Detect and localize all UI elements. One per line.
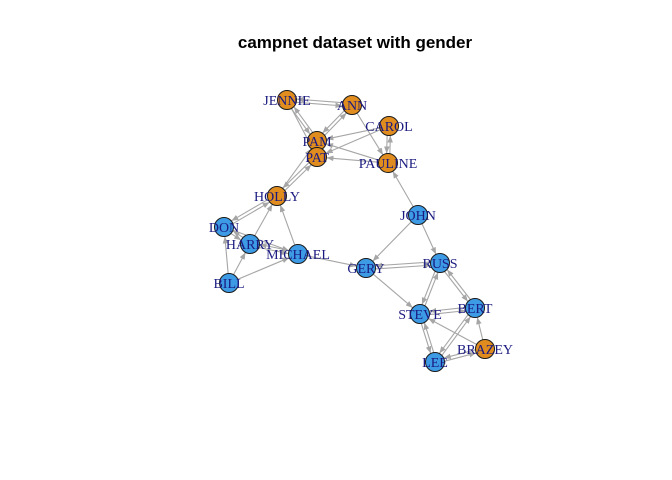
edge-carol-to-pat (325, 129, 381, 154)
node-john: JOHN (400, 205, 436, 225)
node-label-harry: HARRY (226, 238, 274, 253)
node-label-russ: RUSS (422, 257, 457, 272)
node-label-bert: BERT (458, 302, 493, 317)
edge-ann-to-pam (322, 110, 345, 134)
edge-harry-to-holly (254, 204, 273, 236)
node-circle-bill (219, 273, 239, 293)
node-label-pat: PAT (305, 151, 329, 166)
node-circle-don (214, 217, 234, 237)
node-lee: LEE (422, 352, 448, 372)
node-circle-carol (379, 116, 399, 136)
edge-pauline-to-pat (326, 155, 379, 163)
node-circle-lee (425, 352, 445, 372)
edge-gery-to-steve (372, 273, 414, 309)
node-pat: PAT (305, 147, 329, 167)
node-label-steve: STEVE (398, 308, 442, 323)
edge-holly-to-pat (284, 164, 312, 191)
node-circle-russ (430, 253, 450, 273)
edge-bill-to-michael (237, 257, 290, 280)
edge-bill-to-harry (233, 252, 246, 275)
edge-bill-to-don (222, 236, 229, 274)
edge-pam-to-jennie (293, 106, 314, 133)
node-label-bill: BILL (213, 277, 244, 292)
node-circle-steve (410, 304, 430, 324)
edge-john-to-russ (421, 223, 437, 255)
node-label-pam: PAM (302, 135, 332, 150)
edge-russ-to-gery (375, 261, 431, 269)
node-label-gery: GERY (347, 262, 384, 277)
edge-steve-to-russ (424, 272, 439, 306)
edge-pat-to-holly (282, 162, 310, 189)
edge-pam-to-ann (324, 112, 347, 136)
edge-john-to-gery (372, 221, 412, 262)
node-harry: HARRY (226, 234, 274, 254)
edge-lee-to-brazey (444, 351, 477, 362)
node-circle-michael (288, 244, 308, 264)
node-circle-pat (307, 147, 327, 167)
edge-bert-to-steve (429, 306, 466, 314)
node-circle-brazey (475, 339, 495, 359)
diagram-title: campnet dataset with gender (238, 33, 473, 52)
node-label-jennie: JENNIE (263, 94, 310, 109)
node-circle-john (408, 205, 428, 225)
edge-don-to-michael (232, 229, 290, 252)
edge-john-to-pauline (392, 170, 414, 208)
edge-pauline-to-pam (325, 143, 380, 161)
edge-bert-to-russ (446, 269, 471, 300)
edge-lee-to-bert (441, 316, 472, 356)
node-don: DON (209, 217, 239, 237)
edge-harry-to-don (232, 230, 244, 238)
node-pauline: PAULINE (359, 153, 418, 173)
edge-jennie-to-ann (296, 101, 343, 109)
edge-holly-to-don (231, 198, 269, 222)
edge-steve-to-bert (429, 308, 466, 316)
node-jennie: JENNIE (263, 90, 311, 110)
node-label-pauline: PAULINE (359, 157, 418, 172)
node-russ: RUSS (422, 253, 458, 273)
node-bert: BERT (458, 298, 493, 318)
edge-steve-to-lee (420, 323, 432, 354)
node-label-don: DON (209, 221, 239, 236)
edge-russ-to-steve (421, 271, 436, 305)
node-steve: STEVE (398, 304, 442, 324)
edge-gery-to-russ (375, 262, 431, 270)
node-circle-ann (342, 95, 362, 115)
node-circle-holly (267, 186, 287, 206)
node-carol: CAROL (365, 116, 413, 136)
node-label-john: JOHN (400, 209, 436, 224)
node-michael: MICHAEL (266, 244, 330, 264)
edge-michael-to-gery (307, 255, 357, 268)
node-circle-pauline (378, 153, 398, 173)
node-label-holly: HOLLY (254, 190, 300, 205)
node-gery: GERY (347, 258, 385, 278)
edge-brazey-to-bert (476, 317, 484, 340)
node-circle-bert (465, 298, 485, 318)
node-holly: HOLLY (254, 186, 300, 206)
node-label-lee: LEE (422, 356, 448, 371)
node-circle-jennie (277, 90, 297, 110)
edge-layer (222, 96, 484, 362)
node-ann: ANN (337, 95, 367, 115)
node-circle-gery (356, 258, 376, 278)
node-label-michael: MICHAEL (266, 248, 330, 263)
edge-carol-to-pam (326, 127, 380, 141)
edge-michael-to-harry (259, 243, 290, 252)
node-brazey: BRAZEY (457, 339, 513, 359)
edge-brazey-to-steve (428, 318, 477, 345)
node-circle-harry (240, 234, 260, 254)
edge-don-to-holly (232, 201, 270, 225)
edge-michael-to-holly (279, 204, 296, 246)
edge-holly-to-pam (282, 148, 312, 189)
node-bill: BILL (213, 273, 245, 293)
node-label-ann: ANN (337, 99, 367, 114)
edge-ann-to-jennie (296, 96, 343, 104)
node-label-brazey: BRAZEY (457, 343, 513, 358)
edge-brazey-to-lee (443, 349, 476, 360)
edge-bert-to-lee (438, 314, 469, 354)
edge-lee-to-steve (423, 322, 435, 353)
node-label-carol: CAROL (365, 120, 412, 135)
edge-russ-to-bert (444, 271, 469, 302)
